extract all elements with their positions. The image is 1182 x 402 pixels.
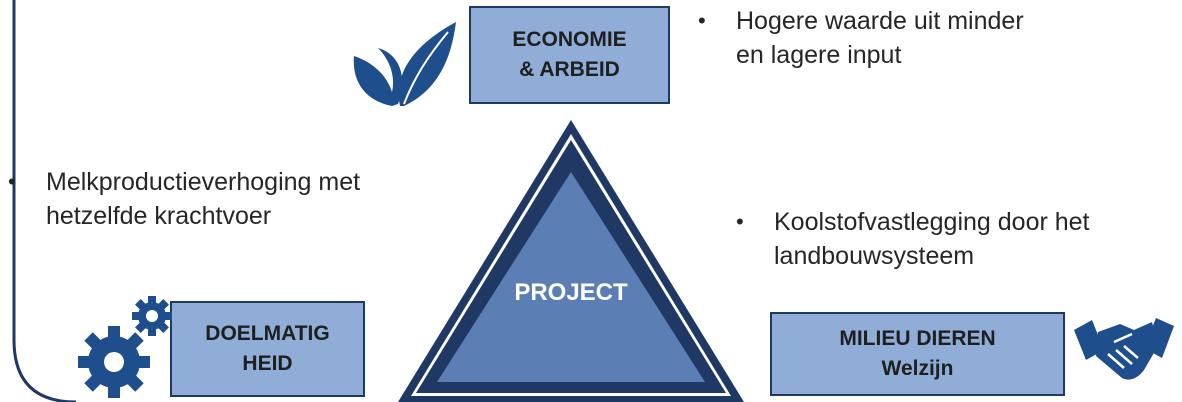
doelmatigheid-bullet-line-1: Melkproductieverhoging met <box>46 168 361 196</box>
milieu-dierenwelzijn-box: MILIEU DIEREN Welzijn <box>770 312 1065 396</box>
doelmatigheid-box-line-2: HEID <box>242 352 293 375</box>
milieu-bullet-line-1: Koolstofvastlegging door het <box>774 208 1090 236</box>
handshake-icon <box>1074 318 1174 380</box>
doelmatigheid-box-line-1: DOELMATIG <box>205 322 330 345</box>
bullet-dot: • <box>8 169 16 194</box>
doelmatigheid-bullet-line-2: hetzelfde krachtvoer <box>46 202 272 230</box>
bullet-dot: • <box>736 209 744 234</box>
economie-box-line-1: ECONOMIE <box>512 28 627 51</box>
economie-box-line-2: & ARBEID <box>519 58 620 81</box>
project-label: PROJECT <box>514 279 628 306</box>
economie-arbeid-box: ECONOMIE & ARBEID <box>469 6 670 104</box>
economie-bullet-line-2: en lagere input <box>736 41 902 69</box>
economie-bullet-line-1: Hogere waarde uit minder <box>736 7 1024 35</box>
gears-icon <box>78 296 172 398</box>
doelmatigheid-box: DOELMATIG HEID <box>170 301 365 397</box>
leaf-icon <box>353 22 456 106</box>
milieu-bullet-line-2: landbouwsysteem <box>774 242 975 270</box>
doelmatigheid-bullet: • Melkproductieverhoging met hetzelfde k… <box>8 165 361 233</box>
bullet-dot: • <box>698 8 706 33</box>
economie-bullet: • Hogere waarde uit minder en lagere inp… <box>698 4 1024 72</box>
milieu-box-line-2: Welzijn <box>881 357 954 380</box>
milieu-box-line-1: MILIEU DIEREN <box>839 327 996 350</box>
milieu-bullet: • Koolstofvastlegging door het landbouws… <box>736 205 1090 273</box>
